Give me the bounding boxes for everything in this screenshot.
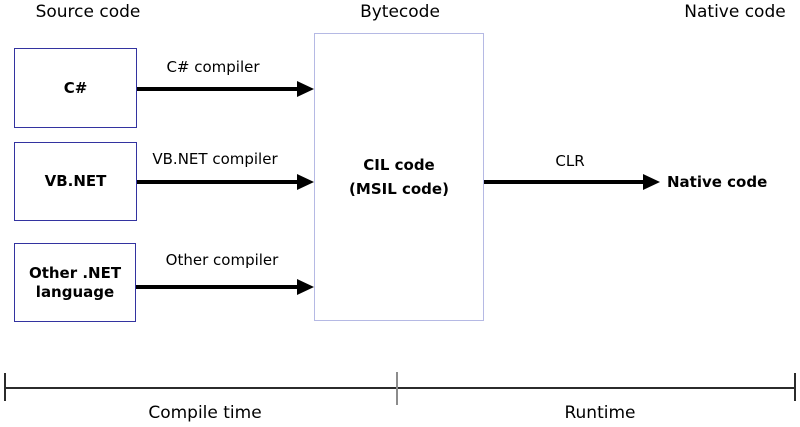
bytecode-box-cil[interactable]: CIL code (MSIL code) (314, 33, 484, 321)
arrow-label-clr: CLR (555, 152, 585, 170)
source-box-vbnet-label: VB.NET (44, 172, 107, 190)
source-box-other-dotnet-label: Other .NET language (28, 263, 122, 301)
arrow-label-other-compiler: Other compiler (165, 251, 279, 269)
arrow-label-vbnet-compiler: VB.NET compiler (152, 150, 278, 168)
timeline-tick-end (794, 373, 796, 401)
source-box-vbnet[interactable]: VB.NET (14, 142, 137, 221)
column-header-bytecode: Bytecode (360, 2, 440, 22)
bytecode-box-line2: (MSIL code) (349, 180, 449, 198)
source-box-other-dotnet[interactable]: Other .NET language (14, 243, 136, 322)
bytecode-box-line1: CIL code (363, 156, 435, 174)
arrow-label-csharp-compiler: C# compiler (166, 58, 260, 76)
timeline-axis (4, 387, 796, 389)
source-box-csharp[interactable]: C# (14, 48, 137, 128)
timeline-label-runtime: Runtime (564, 403, 636, 423)
timeline-tick-middle (396, 372, 398, 405)
arrow-head-icon (297, 174, 314, 190)
timeline-label-compile-time: Compile time (148, 403, 262, 423)
arrow-shaft (137, 87, 297, 91)
arrow-head-icon (297, 279, 314, 295)
timeline-tick-start (4, 373, 6, 401)
arrow-shaft (136, 285, 297, 289)
source-box-csharp-label: C# (63, 78, 88, 97)
arrow-shaft (484, 180, 643, 184)
column-header-native-code: Native code (684, 2, 786, 22)
native-code-output-label: Native code (667, 173, 768, 191)
arrow-shaft (137, 180, 297, 184)
arrow-head-icon (643, 174, 660, 190)
arrow-head-icon (297, 81, 314, 97)
column-header-source-code: Source code (35, 2, 141, 22)
